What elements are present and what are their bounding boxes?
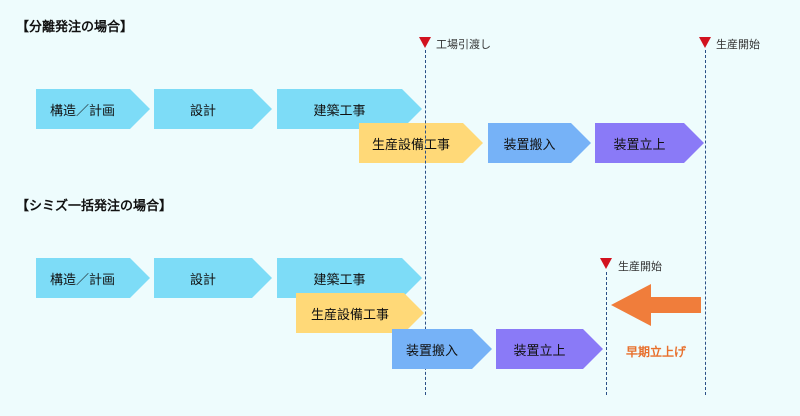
shimizu-structure-plan-label: 構造／計画 <box>50 272 116 288</box>
shimizu-design-label: 設計 <box>189 272 216 288</box>
shimizu-order-title: 【シミズ一括発注の場合】 <box>16 199 173 214</box>
handover-dashed-line <box>425 50 426 395</box>
separate-production-facility-arrow: 生産設備工事 <box>359 123 483 163</box>
shimizu-production-facility-arrow: 生産設備工事 <box>296 293 424 333</box>
separate-structure-plan-arrow: 構造／計画 <box>36 89 150 129</box>
separate-production-start-marker-icon <box>699 37 711 48</box>
early-startup-arrow-icon <box>611 284 701 326</box>
shimizu-equipment-install-arrow: 装置搬入 <box>392 329 492 369</box>
separate-production-start-dashed-line <box>705 50 706 395</box>
shimizu-construction-arrow: 建築工事 <box>277 258 422 298</box>
separate-production-start-label: 生産開始 <box>716 38 760 51</box>
shimizu-equipment-install-label: 装置搬入 <box>405 343 458 359</box>
separate-production-facility-label: 生産設備工事 <box>371 137 450 153</box>
separate-equipment-install-label: 装置搬入 <box>503 137 556 153</box>
separate-design-arrow: 設計 <box>154 89 272 129</box>
shimizu-production-start-dashed-line <box>606 272 607 395</box>
shimizu-equipment-startup-label: 装置立上 <box>513 343 566 359</box>
handover-marker-label: 工場引渡し <box>436 38 491 51</box>
shimizu-equipment-startup-arrow: 装置立上 <box>496 329 603 369</box>
separate-equipment-startup-label: 装置立上 <box>613 137 666 153</box>
shimizu-design-arrow: 設計 <box>154 258 272 298</box>
shimizu-construction-label: 建築工事 <box>313 272 366 288</box>
separate-order-title: 【分離発注の場合】 <box>16 20 134 35</box>
handover-marker-icon <box>419 37 431 48</box>
shimizu-production-facility-label: 生産設備工事 <box>310 307 389 323</box>
shimizu-structure-plan-arrow: 構造／計画 <box>36 258 150 298</box>
separate-design-label: 設計 <box>189 103 216 119</box>
shimizu-production-start-label: 生産開始 <box>618 260 662 273</box>
early-startup-label: 早期立上げ <box>626 345 687 359</box>
separate-equipment-install-arrow: 装置搬入 <box>488 123 591 163</box>
separate-construction-arrow: 建築工事 <box>277 89 422 129</box>
shimizu-production-start-marker-icon <box>600 258 612 269</box>
separate-construction-label: 建築工事 <box>313 103 366 119</box>
separate-equipment-startup-arrow: 装置立上 <box>595 123 704 163</box>
separate-structure-plan-label: 構造／計画 <box>50 103 116 119</box>
